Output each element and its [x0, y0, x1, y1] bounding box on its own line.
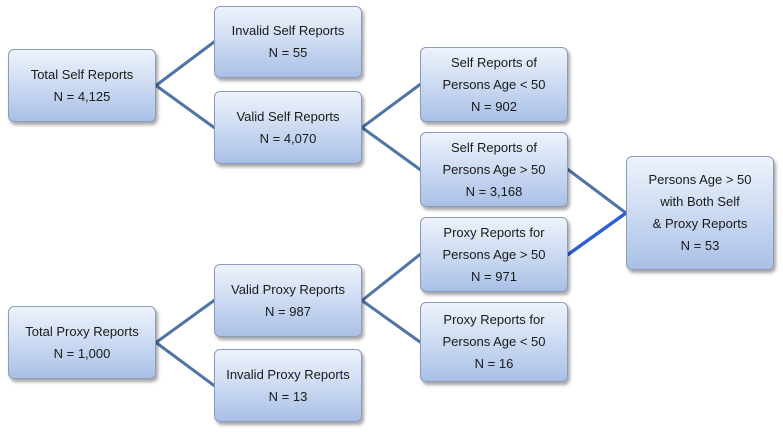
node-line: with Both Self	[660, 194, 740, 209]
node-line: Persons Age > 50	[442, 246, 546, 262]
node-line: Invalid Proxy Reports	[226, 366, 350, 382]
node-invalid-proxy-reports: Invalid Proxy Reports N = 13	[214, 349, 362, 422]
node-line: Persons Age > 50	[442, 161, 546, 177]
node-line: N = 55	[268, 45, 308, 60]
node-self-reports-over-50: Self Reports of Persons Age > 50 N = 3,1…	[420, 132, 568, 207]
node-line: N = 987	[265, 303, 311, 319]
node-self-reports-under-50: Self Reports of Persons Age < 50 N = 902	[420, 47, 568, 122]
connector-total_self-to-invalid_self	[154, 40, 216, 87]
connector-valid_self-to-self_over_50	[360, 126, 422, 171]
connector-valid_proxy-to-proxy_under_50	[360, 299, 422, 344]
node-line: Persons Age < 50	[442, 334, 546, 349]
node-line: Proxy Reports for	[443, 224, 545, 240]
node-line: N = 971	[471, 268, 517, 284]
node-line: Self Reports of	[451, 54, 537, 70]
node-line: N = 1,000	[53, 345, 111, 361]
node-line: Self Reports of	[451, 139, 537, 155]
connector-total_proxy-to-valid_proxy	[154, 299, 216, 344]
node-line: Invalid Self Reports	[231, 23, 345, 38]
node-line: N = 53	[680, 238, 720, 253]
node-invalid-self-reports: Invalid Self Reports N = 55	[214, 6, 362, 78]
node-line: N = 13	[268, 388, 308, 404]
node-line: Persons Age > 50	[648, 172, 752, 187]
node-total-proxy-reports: Total Proxy Reports N = 1,000	[8, 306, 156, 379]
node-line: Proxy Reports for	[443, 312, 545, 327]
node-line: Total Proxy Reports	[25, 323, 139, 339]
connector-proxy_over_50-to-both	[566, 211, 628, 257]
connector-valid_self-to-self_under_50	[360, 83, 422, 129]
node-valid-proxy-reports: Valid Proxy Reports N = 987	[214, 264, 362, 337]
node-line: N = 4,125	[53, 88, 111, 104]
node-line: N = 16	[474, 356, 514, 371]
connector-total_self-to-valid_self	[154, 84, 216, 129]
connector-self_over_50-to-both	[566, 168, 628, 215]
node-proxy-reports-over-50: Proxy Reports for Persons Age > 50 N = 9…	[420, 217, 568, 292]
node-line: Persons Age < 50	[442, 76, 546, 92]
node-line: Total Self Reports	[30, 66, 134, 82]
node-line: Valid Self Reports	[236, 108, 340, 124]
node-line: Valid Proxy Reports	[231, 281, 345, 297]
node-persons-with-both-reports: Persons Age > 50 with Both Self & Proxy …	[626, 156, 774, 270]
connector-total_proxy-to-invalid_proxy	[154, 341, 216, 387]
node-line: & Proxy Reports	[652, 216, 748, 231]
node-valid-self-reports: Valid Self Reports N = 4,070	[214, 91, 362, 164]
node-proxy-reports-under-50: Proxy Reports for Persons Age < 50 N = 1…	[420, 302, 568, 382]
node-total-self-reports: Total Self Reports N = 4,125	[8, 49, 156, 122]
node-line: N = 3,168	[465, 183, 523, 199]
node-line: N = 902	[471, 98, 517, 114]
connector-valid_proxy-to-proxy_over_50	[360, 253, 422, 302]
node-line: N = 4,070	[259, 130, 317, 146]
